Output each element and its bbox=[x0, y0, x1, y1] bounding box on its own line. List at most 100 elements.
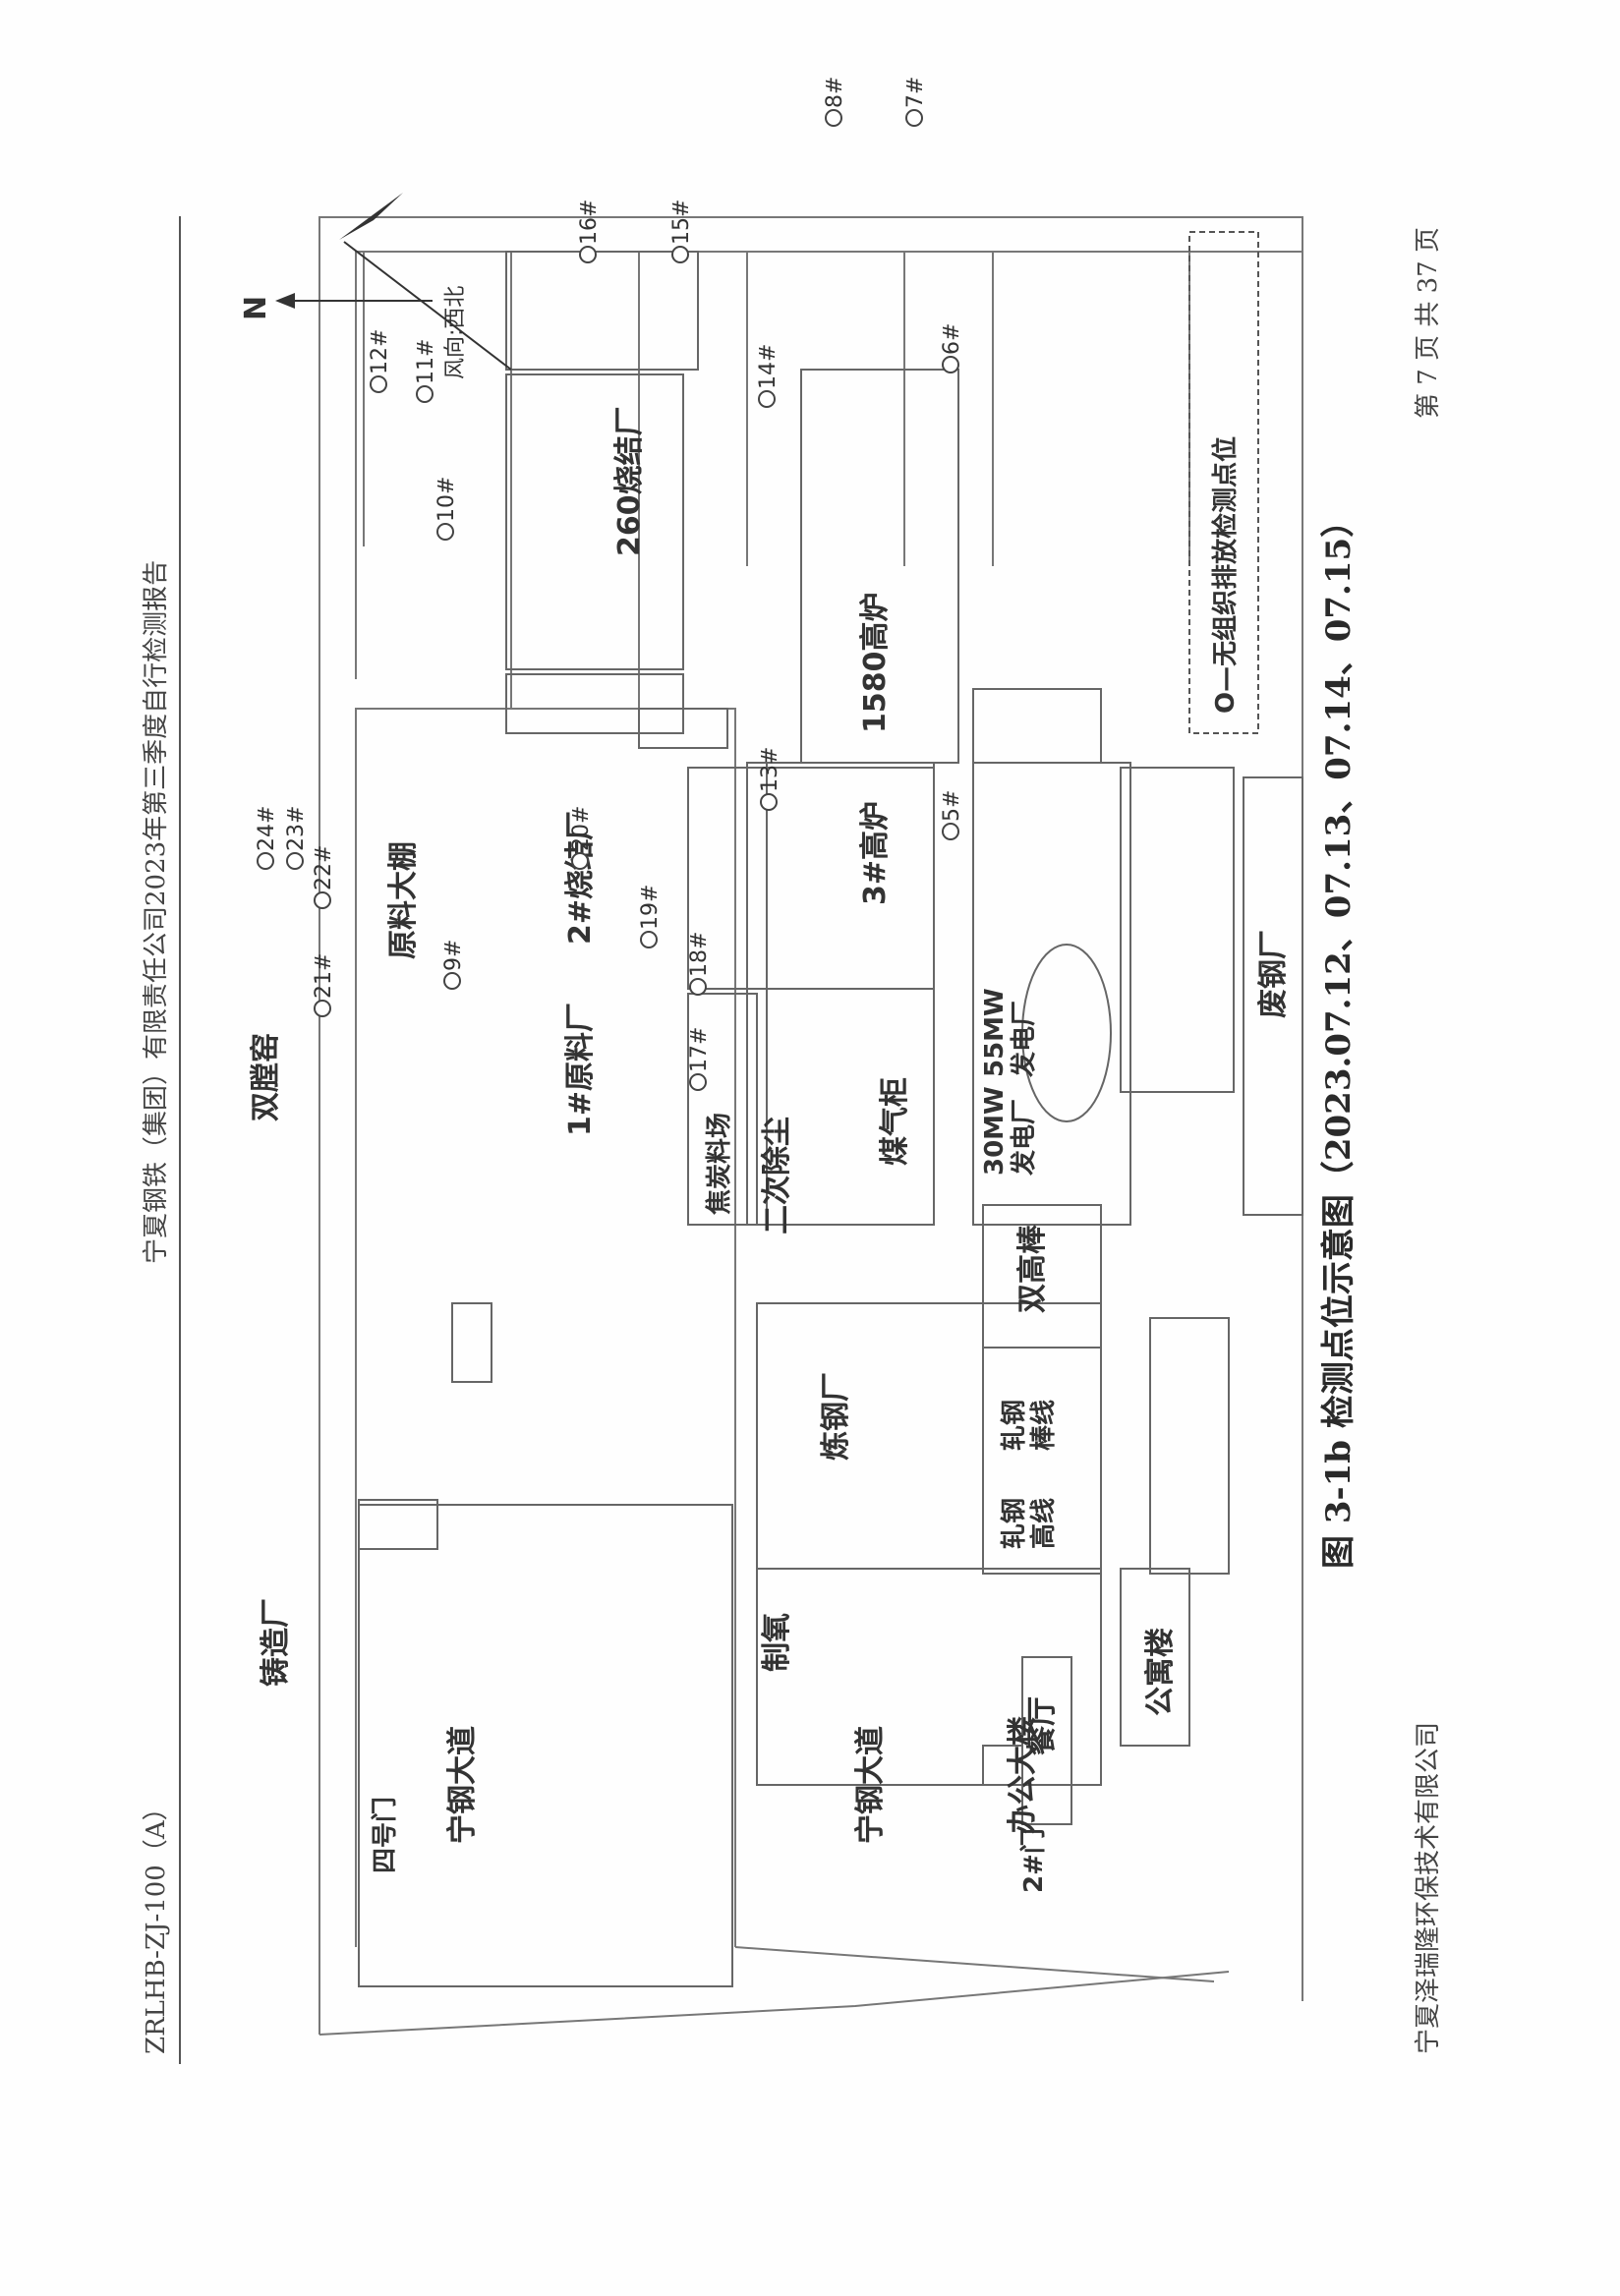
label-coke-yard: 焦炭料场 bbox=[704, 1113, 734, 1215]
label-steelmaking: 炼钢厂 bbox=[819, 1372, 853, 1461]
point-14-label: 14# bbox=[756, 344, 781, 389]
building-double-bar bbox=[982, 1204, 1102, 1349]
block-north-left bbox=[358, 1504, 733, 1987]
building-small-square bbox=[982, 1745, 1023, 1786]
bf-link bbox=[638, 708, 728, 749]
label-raw-shed: 原料大棚 bbox=[386, 841, 421, 959]
point-23-label: 23# bbox=[284, 806, 309, 851]
point-22-marker bbox=[314, 891, 331, 909]
label-55mw-b: 发电厂 bbox=[1009, 1001, 1039, 1078]
point-12-marker bbox=[370, 375, 387, 393]
building-scrap-small bbox=[1243, 776, 1303, 1216]
point-17-marker bbox=[689, 1073, 707, 1091]
point-24-label: 24# bbox=[255, 806, 279, 851]
point-13-marker bbox=[760, 793, 778, 811]
building-labels: 260烧结厂 1580高炉 2#烧结厂 原料大棚 双膛窑 1#原料厂 焦炭料场 … bbox=[249, 406, 1291, 1893]
label-30mw-a: 30MW bbox=[980, 1086, 1010, 1176]
building-between bbox=[505, 673, 684, 734]
point-19-label: 19# bbox=[638, 885, 663, 930]
label-3bf: 3#高炉 bbox=[858, 801, 893, 905]
point-22-label: 22# bbox=[312, 845, 336, 890]
point-11-label: 11# bbox=[414, 339, 438, 384]
building-1-raw bbox=[687, 767, 935, 990]
conveyor-strip bbox=[746, 762, 768, 1226]
label-road-b: 宁钢大道 bbox=[853, 1726, 888, 1844]
point-20-marker bbox=[571, 852, 589, 870]
point-18-marker bbox=[689, 978, 707, 996]
label-double-bar: 双高棒 bbox=[1015, 1224, 1050, 1313]
building-coke-yard bbox=[687, 993, 758, 1226]
label-rolling-bar-a: 轧钢 bbox=[1000, 1400, 1029, 1451]
building-canteen bbox=[1021, 1656, 1072, 1825]
point-19-marker bbox=[640, 931, 658, 948]
building-260-sinter bbox=[505, 251, 699, 371]
point-24-marker bbox=[257, 852, 274, 870]
point-12-label: 12# bbox=[368, 329, 392, 374]
point-13-label: 13# bbox=[758, 747, 782, 792]
label-1-raw: 1#原料厂 bbox=[563, 1003, 598, 1136]
label-gas-holder: 煤气柜 bbox=[878, 1077, 912, 1166]
label-gate4: 四号门 bbox=[371, 1797, 400, 1873]
label-oxygen: 制氧 bbox=[760, 1613, 794, 1672]
gas-pond bbox=[1021, 944, 1112, 1122]
point-5-marker bbox=[942, 823, 959, 840]
point-7-label: 7# bbox=[903, 77, 928, 108]
label-canteen: 餐厅 bbox=[1025, 1696, 1060, 1755]
point-10-marker bbox=[436, 523, 454, 541]
wind-label: 风向:西北 bbox=[443, 286, 468, 379]
point-6-label: 6# bbox=[940, 323, 964, 355]
point-21-label: 21# bbox=[312, 953, 336, 999]
label-casting: 铸造厂 bbox=[259, 1598, 293, 1687]
point-11-marker bbox=[416, 385, 434, 403]
label-30mw-b: 发电厂 bbox=[1009, 1099, 1039, 1177]
monitoring-points: 5# 6# 7# 8# 9# 10# 11# 12# 13# 14# 15# 1… bbox=[255, 77, 964, 1091]
point-16-marker bbox=[579, 246, 597, 263]
point-15-label: 15# bbox=[669, 200, 694, 245]
point-18-label: 18# bbox=[687, 932, 712, 977]
point-7-marker bbox=[905, 109, 923, 127]
point-17-label: 17# bbox=[687, 1027, 712, 1072]
point-6-marker bbox=[942, 356, 959, 373]
label-shuangtang: 双膛窑 bbox=[249, 1033, 283, 1121]
label-2-sinter: 2#烧结厂 bbox=[563, 811, 598, 945]
building-oxygen-office bbox=[756, 1568, 1102, 1786]
shed-small bbox=[358, 1499, 438, 1550]
building-3bf bbox=[972, 688, 1102, 764]
north-arrow: N 风向:西北 bbox=[239, 193, 512, 379]
point-23-marker bbox=[286, 852, 304, 870]
north-label: N bbox=[239, 296, 273, 320]
point-14-marker bbox=[758, 390, 776, 408]
point-8-marker bbox=[825, 109, 842, 127]
point-9-label: 9# bbox=[441, 940, 466, 971]
building-apartment bbox=[1120, 1568, 1190, 1747]
label-office: 办公大楼 bbox=[1006, 1716, 1040, 1834]
shed-small-2 bbox=[451, 1302, 492, 1383]
building-scrap-steel bbox=[1120, 767, 1235, 1093]
point-21-marker bbox=[314, 1000, 331, 1017]
legend-text: O—无组织排放检测点位 bbox=[1210, 436, 1241, 714]
label-scrap-steel: 废钢厂 bbox=[1256, 930, 1291, 1018]
production-buildings bbox=[505, 251, 1303, 1226]
building-rolling-high bbox=[1149, 1317, 1230, 1575]
label-apartment: 公寓楼 bbox=[1143, 1628, 1178, 1716]
legend: O—无组织排放检测点位 bbox=[1188, 231, 1259, 734]
label-road-a: 宁钢大道 bbox=[445, 1726, 480, 1844]
point-10-label: 10# bbox=[434, 477, 459, 522]
label-rolling-bar-b: 棒线 bbox=[1029, 1400, 1059, 1451]
lower-area-buildings bbox=[358, 1204, 1230, 1987]
point-8-label: 8# bbox=[823, 77, 847, 108]
point-5-label: 5# bbox=[940, 790, 964, 822]
building-2-sinter bbox=[505, 373, 684, 670]
label-rolling-high-a: 轧钢 bbox=[1000, 1498, 1029, 1549]
label-rolling-high-b: 高线 bbox=[1028, 1498, 1059, 1549]
point-20-label: 20# bbox=[569, 806, 594, 851]
point-16-label: 16# bbox=[577, 200, 602, 245]
point-9-marker bbox=[443, 972, 461, 990]
label-1580-bf: 1580高炉 bbox=[858, 593, 893, 734]
label-gate2: 2#门 bbox=[1019, 1828, 1049, 1893]
point-15-marker bbox=[671, 246, 689, 263]
label-secondary-dust: 二次除尘 bbox=[760, 1117, 794, 1234]
